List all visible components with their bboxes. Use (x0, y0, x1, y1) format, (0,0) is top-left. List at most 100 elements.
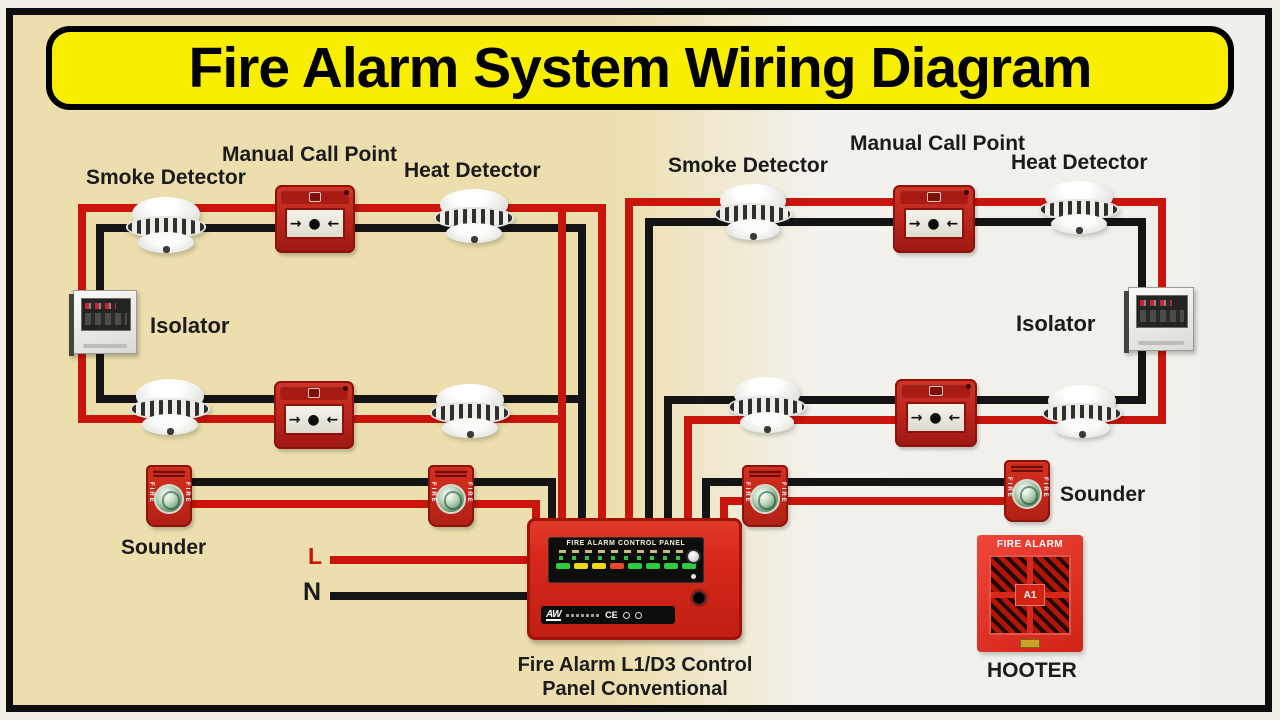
label-smoke-detector-left: Smoke Detector (86, 166, 246, 189)
hooter-header: FIRE ALARM (996, 539, 1064, 550)
wire-right-sounder-red (720, 497, 1032, 505)
hooter-device: FIRE ALARM A1 (977, 535, 1083, 652)
manual-call-point: → ● ← (274, 381, 354, 449)
sounder-device: FIRE FIRE (742, 465, 788, 527)
panel-caption-line2: Panel Conventional (542, 678, 728, 700)
detector-slot-ring-icon (132, 399, 208, 419)
certification-icon (634, 611, 642, 619)
wire-mid-red-3 (625, 198, 633, 524)
detector-base (141, 413, 199, 435)
keyhole-icon (692, 591, 706, 605)
detector-slot-ring-icon (432, 404, 508, 423)
sounder-fire-text: FIRE (743, 482, 750, 505)
strobe-lens-icon (750, 483, 780, 514)
label-neutral-terminal: N (303, 578, 322, 606)
strobe-lens-icon (154, 483, 184, 514)
fire-alarm-control-panel: FIRE ALARM CONTROL PANEL AW CE (527, 518, 742, 640)
wire-mid-black-2 (645, 218, 653, 524)
isolator-screen (1136, 295, 1188, 329)
mcp-led (344, 189, 350, 195)
isolator-module (69, 290, 137, 356)
wire-mid-red-1 (558, 204, 566, 524)
detector-slot-ring-icon (1044, 404, 1120, 423)
mcp-led (966, 383, 972, 389)
manual-call-point: → ● ← (893, 185, 975, 253)
detector-indicator (162, 245, 170, 253)
detector-slot-ring-icon (716, 204, 790, 224)
detector-indicator (764, 425, 771, 433)
sounder-fire-text: FIRE (780, 482, 787, 505)
sounder-fire-text: FIRE (184, 482, 191, 505)
panel-led-row (558, 556, 694, 560)
certification-icon (622, 611, 630, 619)
wire-left-sounder-black (168, 478, 556, 486)
wire-mid-black-1 (578, 224, 586, 524)
panel-display-title: FIRE ALARM CONTROL PANEL (566, 540, 686, 547)
detector-indicator (166, 427, 174, 435)
panel-display: FIRE ALARM CONTROL PANEL (548, 537, 704, 583)
isolator-module (1124, 287, 1194, 353)
panel-hand-icon (691, 574, 696, 579)
panel-brand-strip: AW CE (541, 606, 675, 624)
wire-mid-black-3 (664, 396, 672, 524)
fire-icon (929, 385, 943, 396)
detector-slot-ring-icon (128, 217, 204, 237)
mcp-led (343, 385, 349, 391)
wire-right-sounder-red-drop (720, 497, 728, 524)
label-hooter: HOOTER (987, 659, 1077, 682)
wire-line-red (330, 556, 530, 564)
wire-left-sounder-red (168, 500, 540, 508)
isolator-slot (1137, 341, 1185, 346)
label-heat-detector-right: Heat Detector (1011, 151, 1148, 174)
label-isolator-right: Isolator (1016, 311, 1096, 336)
detector-slot-ring-icon (436, 209, 512, 228)
manual-call-point: → ● ← (895, 379, 977, 447)
wire-neutral-black (330, 592, 530, 600)
isolator-slot (82, 344, 128, 349)
ce-mark: CE (605, 610, 618, 620)
hooter-zone-badge: A1 (1016, 585, 1044, 605)
mcp-break-glass: → ● ← (285, 208, 345, 240)
smoke-detector (132, 379, 208, 437)
sounder-fire-text: FIRE (429, 482, 436, 505)
hooter-label-tag (1020, 639, 1040, 648)
fire-icon (307, 387, 321, 398)
manual-call-point: → ● ← (275, 185, 355, 253)
strobe-lens-icon (436, 483, 466, 514)
smoke-detector (716, 184, 790, 242)
mcp-break-glass: → ● ← (903, 208, 965, 240)
heat-detector (1041, 181, 1117, 236)
heat-detector (1044, 385, 1120, 440)
panel-indicator-labels (558, 550, 694, 553)
panel-caption-line1: Fire Alarm L1/D3 Control (517, 654, 753, 676)
speaker-grille-icon (435, 468, 467, 478)
sounder-device: FIRE FIRE (428, 465, 474, 527)
isolator-screen (80, 298, 132, 332)
label-isolator-left: Isolator (150, 313, 230, 338)
strobe-lens-icon (1012, 478, 1042, 509)
wire-mid-red-2 (598, 204, 606, 524)
detector-indicator (750, 232, 757, 240)
detector-slot-ring-icon (1041, 200, 1117, 219)
label-sounder-left: Sounder (121, 536, 207, 559)
panel-button-yellow (573, 563, 588, 569)
mcp-led (964, 189, 970, 195)
detector-indicator (470, 236, 478, 243)
sounder-fire-text: FIRE (1042, 477, 1049, 500)
label-sounder-right: Sounder (1060, 483, 1146, 506)
page-title: Fire Alarm System Wiring Diagram (188, 36, 1093, 100)
panel-button-green (555, 563, 570, 569)
mcp-break-glass: → ● ← (284, 404, 344, 436)
heat-detector (436, 189, 512, 245)
panel-dial-icon (688, 551, 699, 562)
label-manual-call-point-right: Manual Call Point (850, 132, 1026, 155)
brand-fine-print (566, 613, 601, 617)
sounder-fire-text: FIRE (466, 482, 473, 505)
hooter-grille-icon: A1 (989, 555, 1071, 635)
detector-indicator (1078, 431, 1086, 438)
sounder-fire-text: FIRE (1005, 477, 1012, 500)
wire-left-sounder-black-drop (548, 478, 556, 524)
label-manual-call-point-left: Manual Call Point (222, 143, 398, 166)
panel-buttons (555, 563, 696, 569)
